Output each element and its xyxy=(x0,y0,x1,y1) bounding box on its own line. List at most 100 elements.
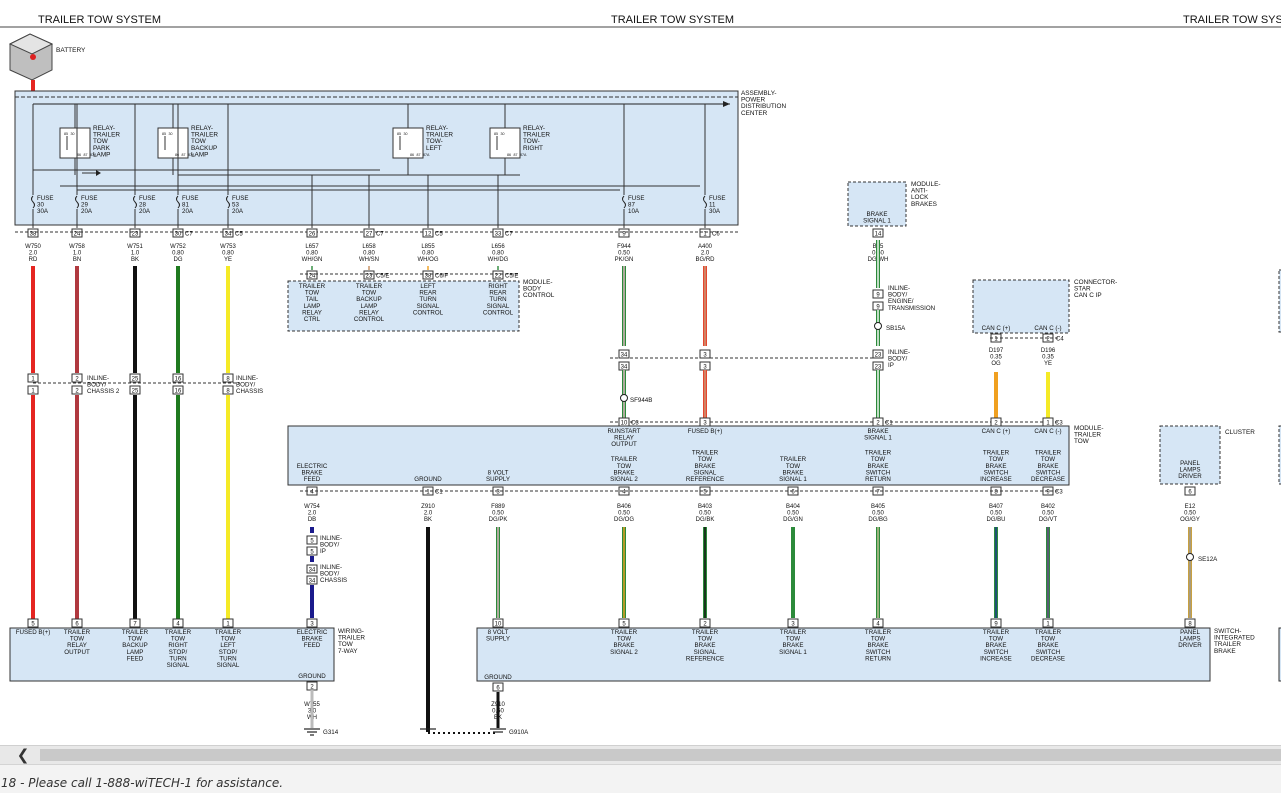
fuse-f11-label: 30A xyxy=(709,208,721,215)
seven-way-pin-label: SIGNAL xyxy=(167,662,190,669)
abs-pin-label: BRAKE xyxy=(867,211,888,218)
canstar-label: CONNECTOR- xyxy=(1074,279,1117,286)
inline-chassis-label: CHASSIS xyxy=(236,388,263,395)
brake-switch-pin-label: TRAILER xyxy=(983,629,1010,636)
relay-pin: 87A xyxy=(90,153,97,157)
relay-pin: 30 xyxy=(404,132,408,136)
ttm-wire-code: 0.50 xyxy=(990,511,1002,517)
ttm-bottom-pin-label: REFERENCE xyxy=(686,476,724,483)
ttm-bottom-pin-label: SWITCH xyxy=(1036,469,1060,476)
wire-code-f11: BG/RD xyxy=(695,257,715,263)
bcm-pin-num: 22 xyxy=(495,273,502,279)
cluster-label: CLUSTER xyxy=(1225,429,1255,436)
fuse-f29-symbol xyxy=(75,195,79,209)
fuse-f81-label: 20A xyxy=(182,208,194,215)
ttm-bottom-pin-label: BRAKE xyxy=(868,463,889,470)
inline-ip-pin-num: 3 xyxy=(703,364,707,370)
inline-chassis2-pin xyxy=(129,385,141,395)
switch-integrated-trailer-brake xyxy=(476,627,1211,682)
scroll-left-arrow-icon[interactable]: ❮ xyxy=(16,746,30,764)
inline-chassis-pin xyxy=(222,373,234,383)
connector-id: C4 xyxy=(1056,337,1064,343)
abs-pin-num: 14 xyxy=(875,231,882,237)
bcm-pin-label: LAMP xyxy=(304,303,321,310)
ttm-wire-code: B406 xyxy=(617,504,632,510)
ground-g910a-label: G910A xyxy=(509,729,529,736)
seven-way-pin-label: LEFT xyxy=(220,642,235,649)
ttm-bottom-pin-label: SUPPLY xyxy=(486,476,510,483)
connector-id: C5/E xyxy=(376,274,389,280)
ttm-bottom-pin-label: 8 VOLT xyxy=(488,469,509,476)
inline-ip-pin-num: 34 xyxy=(621,364,628,370)
page-title-right: TRAILER TOW SYS xyxy=(1183,14,1281,26)
brake-switch-pin-label: SWITCH xyxy=(866,649,890,656)
connector-id: C1 xyxy=(435,490,443,496)
brake-switch-pin-label: TOW xyxy=(786,636,800,643)
seven-way-pin-label: TRAILER xyxy=(122,629,149,636)
inline-eng-pin-num: 9 xyxy=(876,304,880,310)
battery-top xyxy=(8,33,54,55)
inline-ip-pin xyxy=(699,349,711,359)
fuse-f29-pin xyxy=(71,228,83,238)
brake-switch-pin-num: 5 xyxy=(622,621,626,627)
horizontal-scrollbar[interactable]: ❮ xyxy=(0,745,1281,764)
cluster-pin xyxy=(1184,486,1196,496)
ttm-bottom-pin-num: 4 xyxy=(622,489,626,495)
bcm-pin-label: CTRL xyxy=(304,316,321,323)
connector-id: C7 xyxy=(505,232,513,238)
ttm-top-pin-label: OUTPUT xyxy=(611,441,637,448)
brake-switch-pin-label: TOW xyxy=(989,636,1003,643)
ttm-top-pin xyxy=(618,417,630,427)
brake-switch-ground-pin xyxy=(492,682,504,692)
ttm-bottom-pin-label: TOW xyxy=(617,463,631,470)
relay-pin: 30 xyxy=(169,132,173,136)
brake-switch-label: SWITCH- xyxy=(1214,628,1241,635)
brake-switch-pin-label: BRAKE xyxy=(1038,642,1059,649)
inline-ip-pin-num: 34 xyxy=(621,352,628,358)
seven-way-pin xyxy=(222,618,234,628)
fuse-f87-symbol xyxy=(622,195,626,209)
inline-chassis2-label: INLINE- xyxy=(87,375,109,382)
brake-switch-pin-num: 8 xyxy=(1188,621,1192,627)
ttm-top-pin xyxy=(699,417,711,427)
bcm-feed-pin-num: 27 xyxy=(366,231,373,237)
ttm-bottom-pin-label: TRAILER xyxy=(1035,450,1062,457)
fuse-f30-label: FUSE xyxy=(37,195,54,202)
seven-way-ground-pin-num: 2 xyxy=(310,684,314,690)
wire-code-f28: W751 xyxy=(127,244,143,250)
brake-switch-pin-label: BRAKE xyxy=(868,642,889,649)
bcm-pin-label: LEFT xyxy=(420,283,435,290)
brake-switch-pin xyxy=(618,618,630,628)
connector-id: C6/F xyxy=(435,274,448,280)
ttm-bottom-pin-label: BRAKE xyxy=(302,469,323,476)
ttm-wire-code: W754 xyxy=(304,504,320,510)
fuse-f29-label: 20A xyxy=(81,208,93,215)
fuse-f28-label: FUSE xyxy=(139,195,156,202)
ttm-wire-code: 0.50 xyxy=(1042,511,1054,517)
connector-star-can-c-ip xyxy=(972,279,1070,334)
battery-icon xyxy=(8,33,54,81)
relay-pin: 30 xyxy=(501,132,505,136)
splice-sb15a-label: SB15A xyxy=(886,325,906,332)
inline-chassis2-label: BODY/ xyxy=(87,382,107,389)
seven-way-label: WIRING- xyxy=(338,628,364,635)
bcm-pin-label: LAMP xyxy=(361,303,378,310)
ttm-bottom-pin-label: FEED xyxy=(304,476,321,483)
brake-switch-pin-label: REFERENCE xyxy=(686,655,724,662)
ttm-bottom-pin-num: 8 xyxy=(994,489,998,495)
wire-code-f30: W750 xyxy=(25,244,41,250)
ttm-bottom-pin-label: INCREASE xyxy=(980,476,1012,483)
brake-switch-ground-pin-num: 6 xyxy=(496,685,500,691)
ttm-top-pin-label: BRAKE xyxy=(868,428,889,435)
ttm-wire-code: B407 xyxy=(989,504,1004,510)
seven-way-pin xyxy=(306,618,318,628)
relay-label-backup: BACKUP xyxy=(191,145,217,152)
seven-way-pin xyxy=(129,618,141,628)
instrument-cluster xyxy=(1159,425,1221,485)
fuse-f53-label: 53 xyxy=(232,202,239,209)
ground-g314-label: G314 xyxy=(323,729,339,736)
fuse-f53-label: 20A xyxy=(232,208,244,215)
bcm-pin-label: TURN xyxy=(419,296,436,303)
scrollbar-thumb[interactable] xyxy=(40,749,1281,761)
